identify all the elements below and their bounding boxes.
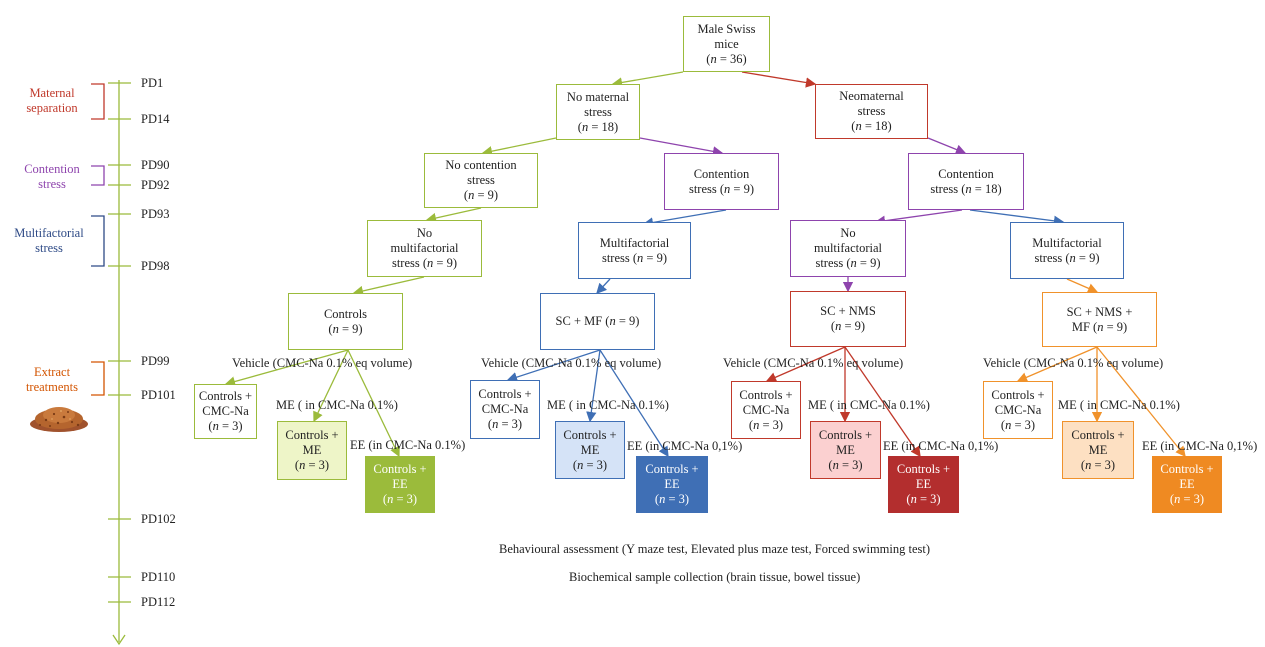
day-label-pd102: PD102 (141, 512, 176, 526)
box-controls-me-4: Controls +ME(n = 3) (1062, 421, 1134, 479)
day-label-pd110: PD110 (141, 570, 176, 584)
phase-multifactorial-stress: Multifactorial stress (14, 226, 84, 255)
me-label-2: ME ( in CMC-Na 0.1%) (547, 398, 669, 412)
box-controls-ee-4: Controls +EE(n = 3) (1152, 456, 1222, 513)
ee-label-3: EE (in CMC-Na 0,1%) (883, 439, 999, 453)
behavioural-assessment-note: Behavioural assessment (Y maze test, Ele… (499, 542, 931, 556)
box-controls-ee-1: Controls +EE(n = 3) (365, 456, 435, 513)
biochemical-collection-note: Biochemical sample collection (brain tis… (569, 570, 861, 584)
ee-label-2: EE (in CMC-Na 0,1%) (627, 439, 743, 453)
day-label-pd98: PD98 (141, 259, 170, 273)
vehicle-label-1: Vehicle (CMC-Na 0.1% eq volume) (232, 356, 413, 370)
day-label-pd1: PD1 (141, 76, 164, 90)
box-controls-me-3: Controls +ME(n = 3) (810, 421, 881, 479)
box-controls-cmc-na-4: Controls +CMC-Na(n = 3) (983, 381, 1053, 439)
ee-label-4: EE (in CMC-Na 0,1%) (1142, 439, 1258, 453)
box-controls-cmc-na-3: Controls +CMC-Na(n = 3) (731, 381, 801, 439)
box-controls-me-1: Controls +ME(n = 3) (277, 421, 347, 480)
phase-maternal-separation: Maternal separation (26, 86, 78, 115)
day-label-pd93: PD93 (141, 207, 170, 221)
extract-powder-icon (30, 407, 88, 432)
box-controls-ee-3: Controls +EE(n = 3) (888, 456, 959, 513)
ee-label-1: EE (in CMC-Na 0.1%) (350, 438, 466, 452)
node-sc-mf: SC + MF (n = 9) (540, 293, 655, 350)
contention-bracket (91, 165, 105, 186)
me-label-3: ME ( in CMC-Na 0.1%) (808, 398, 930, 412)
vehicle-label-3: Vehicle (CMC-Na 0.1% eq volume) (723, 356, 904, 370)
phase-contention-stress: Contention stress (24, 162, 80, 191)
maternal-bracket (91, 83, 105, 120)
day-label-pd99: PD99 (141, 354, 170, 368)
node-sc-nms: SC + NMS(n = 9) (790, 291, 906, 347)
me-label-1: ME ( in CMC-Na 0.1%) (276, 398, 398, 412)
box-controls-me-2: Controls +ME(n = 3) (555, 421, 625, 479)
day-label-pd92: PD92 (141, 178, 170, 192)
node-controls: Controls(n = 9) (288, 293, 403, 350)
vehicle-label-4: Vehicle (CMC-Na 0.1% eq volume) (983, 356, 1164, 370)
box-controls-ee-2: Controls +EE(n = 3) (636, 456, 708, 513)
box-controls-cmc-na-1: Controls +CMC-Na(n = 3) (194, 384, 257, 439)
me-label-4: ME ( in CMC-Na 0.1%) (1058, 398, 1180, 412)
phase-extract-treatments: Extract treatments (25, 365, 79, 394)
node-sc-nms-mf: SC + NMS +MF (n = 9) (1042, 292, 1157, 347)
treatment-bracket (91, 361, 105, 396)
day-label-pd90: PD90 (141, 158, 170, 172)
day-label-pd14: PD14 (141, 112, 170, 126)
vehicle-label-2: Vehicle (CMC-Na 0.1% eq volume) (481, 356, 662, 370)
day-label-pd101: PD101 (141, 388, 176, 402)
box-controls-cmc-na-2: Controls +CMC-Na(n = 3) (470, 380, 540, 439)
multifactorial-bracket (91, 215, 105, 267)
day-label-pd112: PD112 (141, 595, 176, 609)
